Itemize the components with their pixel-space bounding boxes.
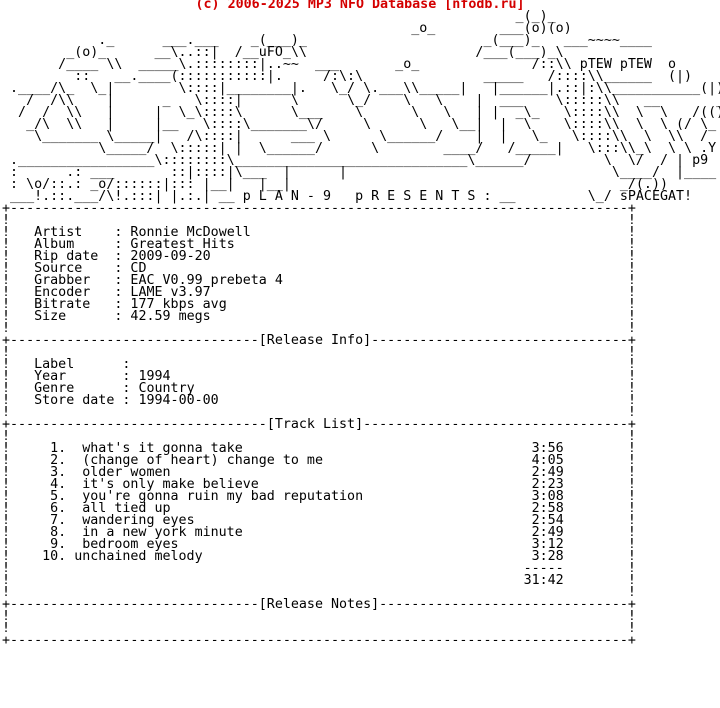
label-field-label: Label — [34, 357, 123, 372]
track-time: 3:08 — [531, 489, 564, 504]
track-title: (change of heart) change to me — [82, 453, 323, 468]
album-field-value: Greatest Hits — [130, 237, 235, 252]
track-time: 2:23 — [531, 477, 564, 492]
store-date-field-label: Store date — [34, 393, 123, 408]
track-title: bedroom eyes — [82, 537, 179, 552]
track-list-heading: [Track List] — [266, 417, 364, 432]
track-time: 3:56 — [531, 441, 564, 456]
track-title: what's it gonna take — [82, 441, 243, 456]
release-notes-heading: [Release Notes] — [258, 597, 380, 612]
track-time: 2:54 — [531, 513, 564, 528]
release-body: +---------------------------------------… — [2, 201, 636, 648]
encoder-field-label: Encoder — [34, 285, 115, 300]
track-title: unchained melody — [74, 549, 203, 564]
track-time: 3:12 — [531, 537, 564, 552]
artist-field-label: Artist — [34, 225, 115, 240]
year-field-label: Year — [34, 369, 123, 384]
track-title: you're gonna ruin my bad reputation — [82, 489, 364, 504]
track-time: 4:05 — [531, 453, 564, 468]
track-time: 2:49 — [531, 465, 564, 480]
total-separator: ----- — [523, 561, 564, 576]
grabber-field-value: EAC V0.99 prebeta 4 — [130, 273, 283, 288]
artist-field-value: Ronnie McDowell — [130, 225, 251, 240]
track-title: older women — [82, 465, 171, 480]
track-title: in a new york minute — [82, 525, 243, 540]
store-date-field-value: 1994-00-00 — [138, 393, 219, 408]
bitrate-field-value: 177 kbps avg — [130, 297, 227, 312]
track-time: 3:28 — [531, 549, 564, 564]
size-field-value: 42.59 megs — [130, 309, 211, 324]
track-time: 2:58 — [531, 501, 564, 516]
source-field-value: CD — [130, 261, 147, 276]
rip-date-field-value: 2009-09-20 — [130, 249, 211, 264]
album-field-label: Album — [34, 237, 115, 252]
nfodb-link[interactable]: (c) 2006-2025 MP3 NFO Database [nfodb.ru… — [195, 0, 525, 12]
encoder-field-value: LAME v3.97 — [130, 285, 211, 300]
track-title: it's only make believe — [82, 477, 259, 492]
track-title: all tied up — [82, 501, 171, 516]
genre-field-label: Genre — [34, 381, 123, 396]
genre-field-value: Country — [138, 381, 195, 396]
nfo-header: (c) 2006-2025 MP3 NFO Database [nfodb.ru… — [2, 0, 718, 11]
source-field-label: Source — [34, 261, 115, 276]
year-field-value: 1994 — [138, 369, 171, 384]
grabber-field-label: Grabber — [34, 273, 115, 288]
rip-date-field-label: Rip date — [34, 249, 115, 264]
total-time: 31:42 — [523, 573, 564, 588]
ascii-art-banner: _(_)_ _o_ ___(o)(o) ._ ___.___ _(___)_ _… — [10, 9, 720, 204]
release-info-heading: [Release Info] — [258, 333, 372, 348]
bitrate-field-label: Bitrate — [34, 297, 115, 312]
track-title: wandering eyes — [82, 513, 195, 528]
nfo-document: (c) 2006-2025 MP3 NFO Database [nfodb.ru… — [2, 0, 720, 647]
track-time: 2:49 — [531, 525, 564, 540]
size-field-label: Size — [34, 309, 115, 324]
